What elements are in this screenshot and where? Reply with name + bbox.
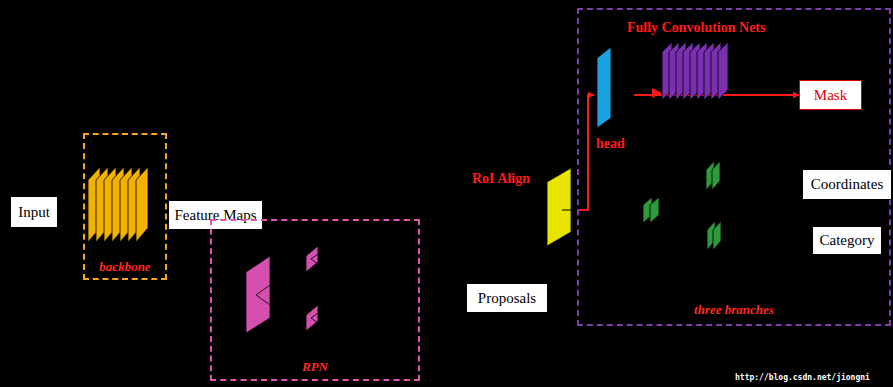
mask-box: Mask bbox=[799, 80, 862, 110]
backbone-layers bbox=[88, 167, 148, 242]
roi-align-mark bbox=[562, 210, 571, 211]
proposals-box: Proposals bbox=[466, 283, 548, 313]
node-text: Category bbox=[820, 232, 875, 249]
roi-align-block: RoI Align bbox=[470, 168, 578, 246]
fc-layer bbox=[712, 161, 720, 190]
head-block: head bbox=[594, 42, 634, 154]
node-text: Mask bbox=[814, 87, 847, 104]
branch-layers bbox=[643, 161, 721, 250]
node-text: Proposals bbox=[478, 290, 536, 307]
node-text: three branches bbox=[579, 302, 889, 318]
backbone-region: backbone bbox=[83, 133, 167, 280]
node-text: RPN bbox=[212, 359, 418, 375]
rpn-region: RPN bbox=[210, 219, 420, 381]
fc-layer bbox=[650, 197, 659, 223]
category-box: Category bbox=[812, 226, 882, 255]
node-text: Input bbox=[18, 204, 50, 221]
rpn-cls-layer bbox=[306, 246, 318, 272]
fc-layer bbox=[713, 221, 721, 250]
branches-region: Fully Convolution Nets three branches head… bbox=[577, 8, 891, 326]
head-layer bbox=[597, 47, 611, 128]
node-text: RoI Align bbox=[472, 171, 530, 187]
node-text: Fully Convolution Nets bbox=[627, 20, 765, 36]
watermark: http://blog.csdn.net/jiongni bbox=[735, 373, 870, 382]
node-text: Coordinates bbox=[811, 176, 884, 193]
feature-maps-box: Feature Maps bbox=[168, 200, 263, 230]
node-text: head bbox=[596, 136, 625, 152]
rpn-kernel-mark bbox=[256, 285, 270, 305]
rpn-reg-layer bbox=[306, 305, 318, 331]
coordinates-box: Coordinates bbox=[802, 169, 892, 200]
fcn-layer bbox=[718, 42, 728, 100]
rpn-kernel-mark bbox=[311, 313, 318, 323]
rpn-conv-layer bbox=[246, 256, 270, 333]
node-text: backbone bbox=[85, 259, 165, 275]
fcn-layers bbox=[662, 42, 728, 100]
rpn-kernel-mark bbox=[311, 254, 318, 264]
rpn-layers bbox=[246, 246, 318, 333]
input-box: Input bbox=[10, 196, 58, 228]
roi-align-layer bbox=[547, 168, 571, 246]
fcn-input-arrowhead bbox=[652, 88, 662, 98]
conv-layer bbox=[136, 167, 148, 242]
flow-arrow bbox=[578, 95, 594, 210]
